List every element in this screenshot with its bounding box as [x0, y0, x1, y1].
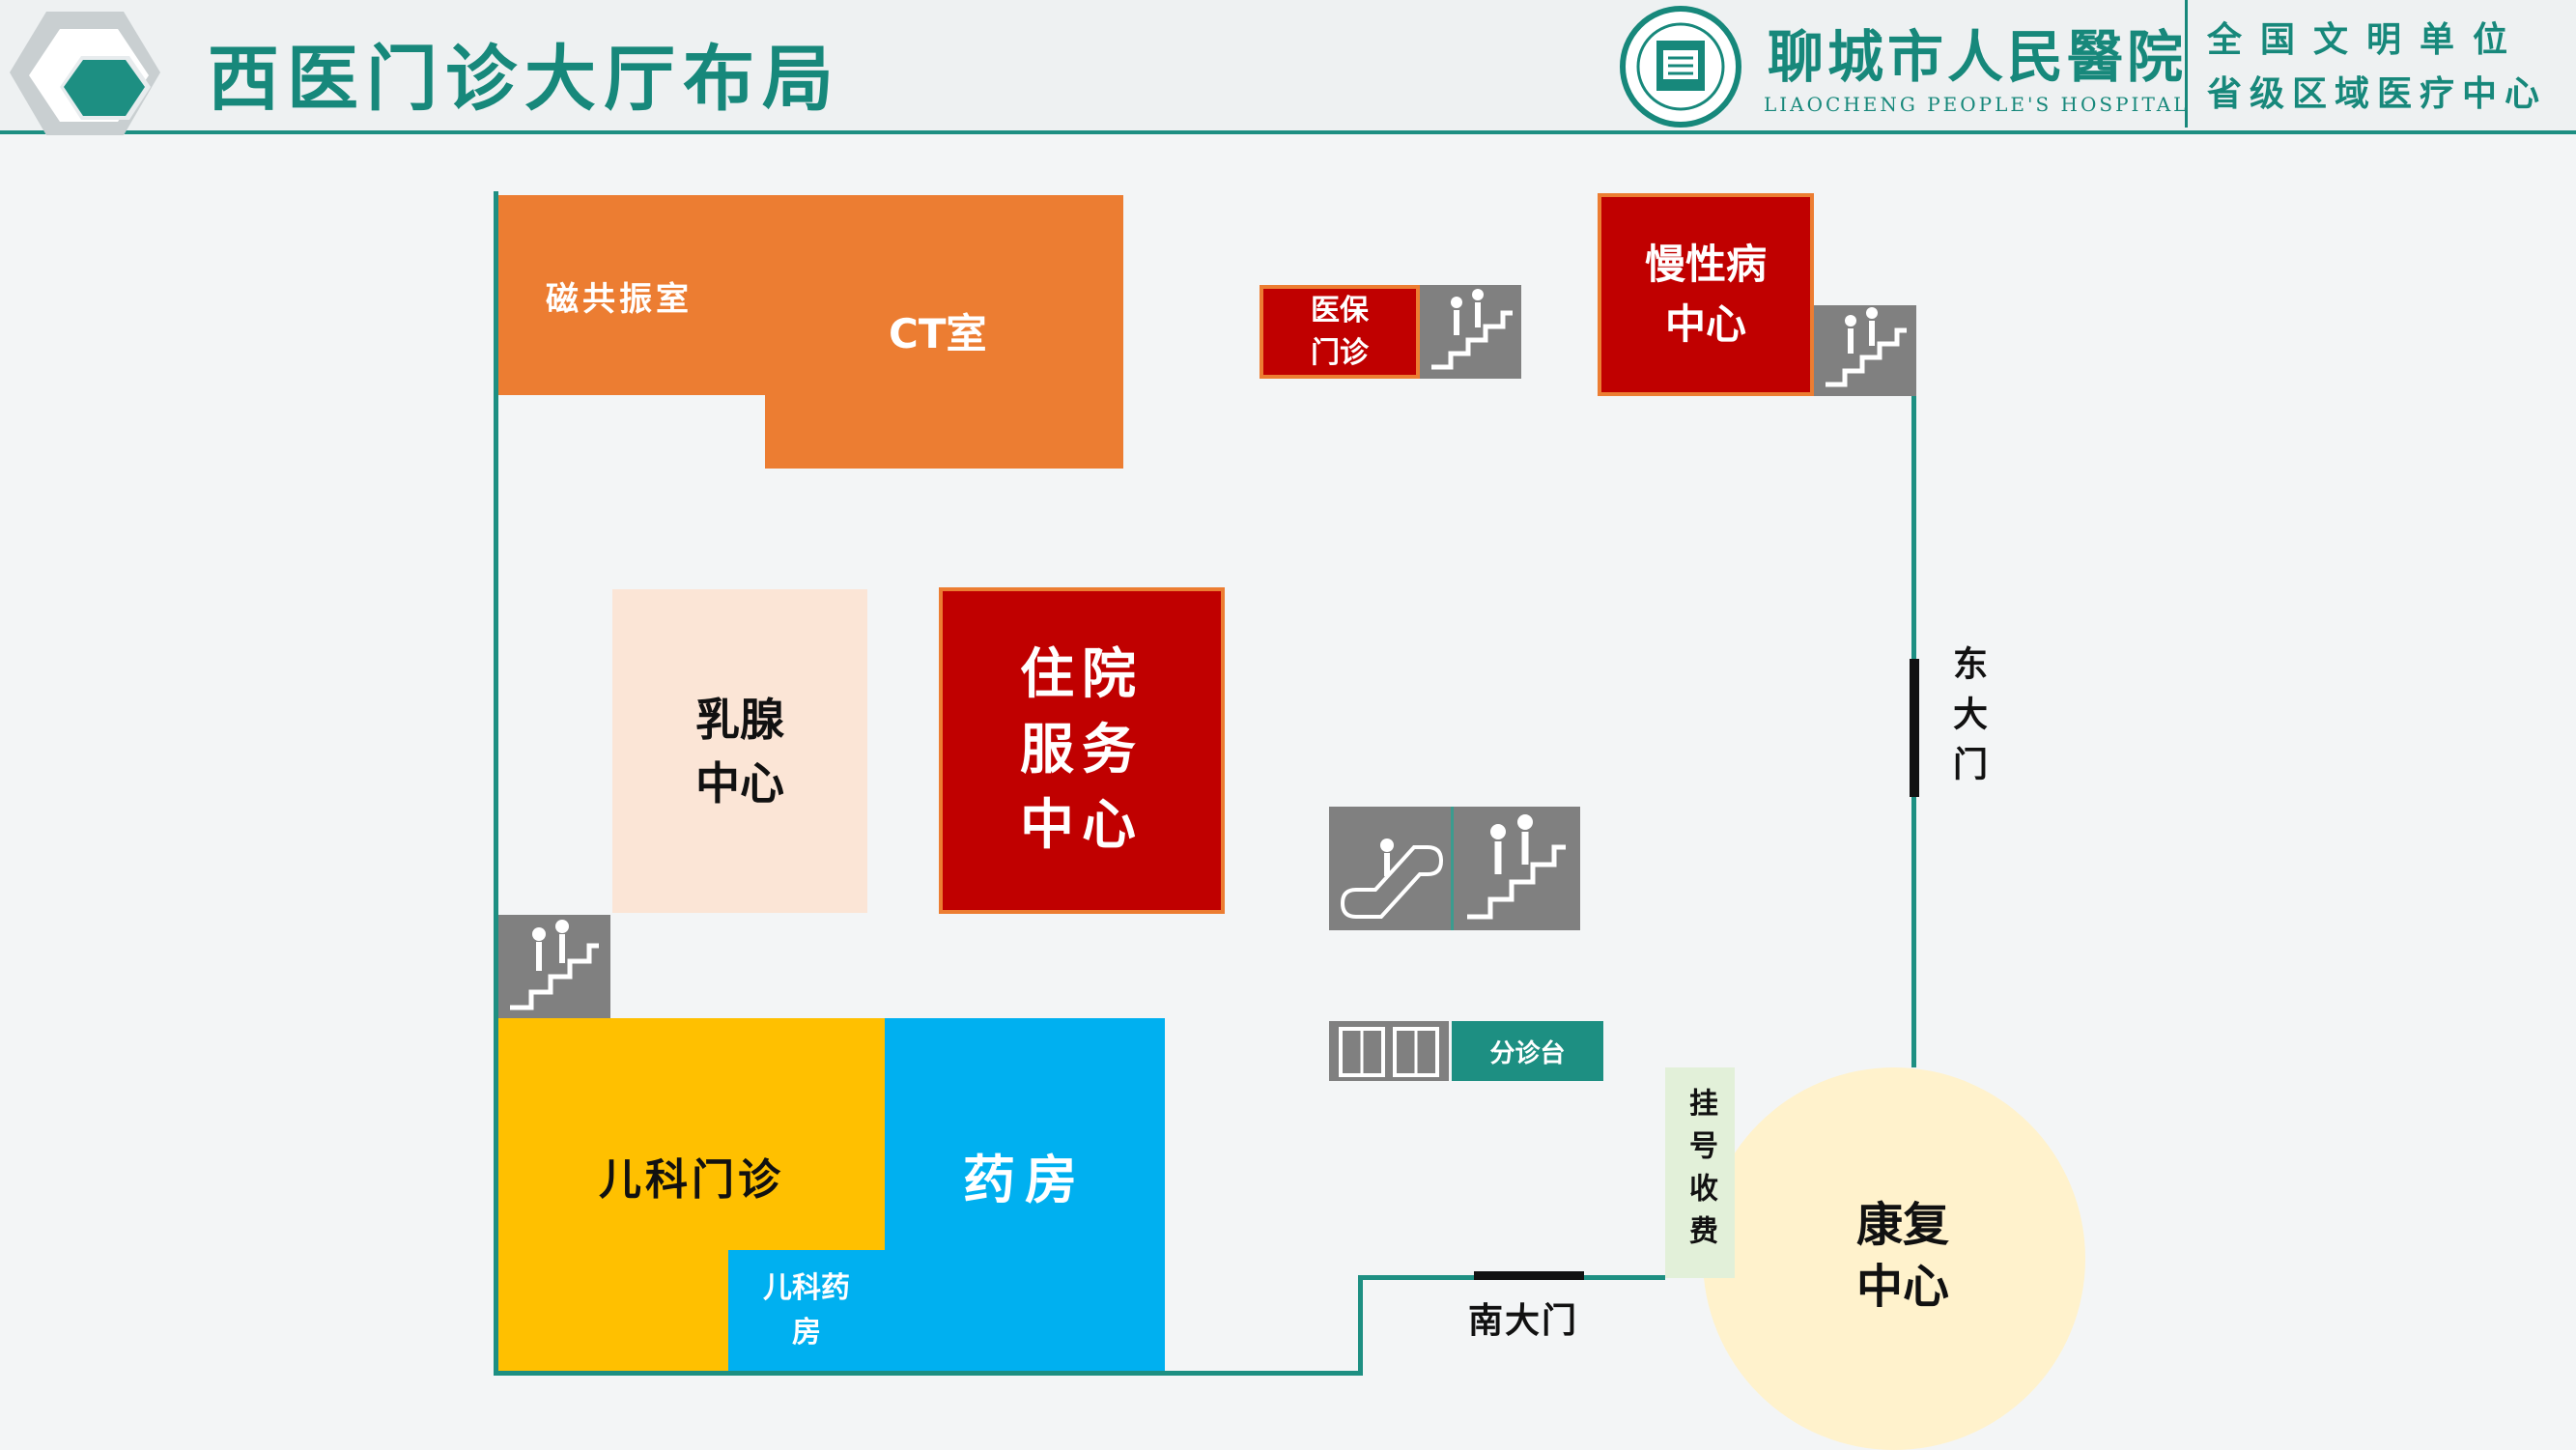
medical-insurance-clinic: 医保 门诊	[1260, 285, 1420, 379]
mri-room-label: 磁共振室	[546, 280, 693, 319]
hospital-name-en: LIAOCHENG PEOPLE'S HOSPITAL	[1764, 93, 2190, 116]
motto-line1: 全国文明单位	[2207, 20, 2527, 60]
hospital-name: 聊城市人民醫院	[1768, 24, 2188, 90]
lift-divider	[1451, 807, 1454, 930]
stairs-icon	[1814, 305, 1916, 396]
rehabilitation-area	[1703, 1067, 2085, 1450]
motto-line2: 省级区域医疗中心	[2207, 74, 2548, 114]
pediatric-pharmacy: 儿科药 房	[728, 1250, 885, 1371]
stairs-icon	[1454, 807, 1580, 930]
hospital-emblem-icon	[1620, 6, 1741, 128]
mri-ct-block	[498, 195, 1123, 395]
east-gate-door	[1910, 659, 1919, 797]
header-separator	[2185, 0, 2188, 128]
south-gate-label: 南大门	[1468, 1301, 1579, 1341]
header-divider	[0, 130, 2576, 134]
triage-desk: 分诊台	[1452, 1021, 1603, 1081]
ct-room-label: CT室	[889, 310, 987, 357]
mri-notch	[498, 395, 765, 472]
stairs-icon	[1420, 285, 1521, 379]
rehabilitation-center: 康复 中心	[1855, 1198, 1949, 1314]
east-gate-label: 东大门	[1947, 645, 1987, 796]
hexagon-logo-icon	[10, 12, 160, 135]
registration-desk: 挂号收费	[1665, 1067, 1735, 1278]
page-title: 西医门诊大厅布局	[208, 38, 841, 121]
ct-room-lower	[765, 391, 1123, 469]
pharmacy: 药房	[885, 1018, 1165, 1371]
elevator-icon	[1329, 1021, 1449, 1081]
chronic-disease-center: 慢性病 中心	[1598, 193, 1814, 396]
header-bar	[0, 0, 2576, 130]
west-wall	[494, 191, 498, 1376]
breast-center: 乳腺 中心	[612, 589, 867, 913]
south-wall-step	[1358, 1275, 1363, 1376]
escalator-icon	[1329, 807, 1451, 930]
south-gate-door	[1474, 1271, 1584, 1280]
inpatient-service-center: 住院 服务 中心	[939, 587, 1225, 914]
stairs-icon	[498, 915, 610, 1019]
south-wall-left	[494, 1371, 1363, 1376]
